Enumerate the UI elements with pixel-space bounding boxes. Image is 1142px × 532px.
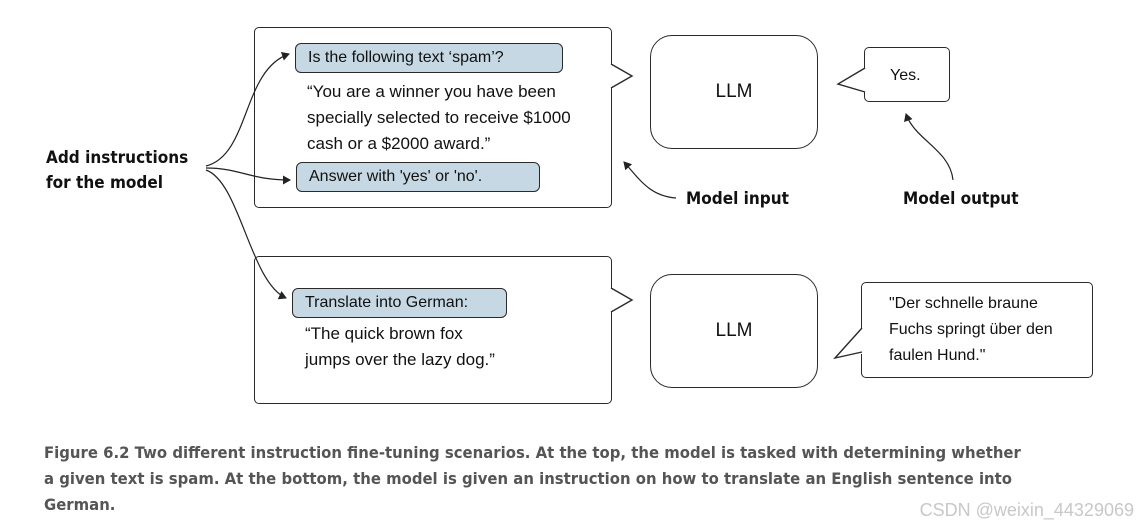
top-output-pointer — [836, 67, 866, 93]
model-input-arrow — [623, 161, 677, 199]
top-output-text: Yes. — [890, 67, 921, 84]
top-llm-box: LLM — [650, 35, 818, 149]
spam-text-line-2: specially selected to receive $1000 — [307, 108, 571, 127]
translation-output-line-2: Fuchs springt über den — [889, 321, 1053, 338]
spam-question-tag: Is the following text ‘spam’? — [295, 43, 563, 73]
arrow-to-question-tag — [205, 52, 290, 167]
bottom-input-pointer — [610, 287, 634, 313]
model-output-arrow — [904, 113, 954, 181]
bottom-llm-label: LLM — [715, 320, 753, 341]
bottom-input-box — [254, 256, 612, 404]
add-instructions-label-line-2: for the model — [46, 173, 163, 193]
bottom-output-box — [861, 282, 1093, 378]
spam-text-line-3: cash or a $2000 award.” — [307, 134, 491, 153]
answer-format-tag: Answer with 'yes' or 'no'. — [296, 162, 540, 192]
arrow-to-answer-tag — [205, 167, 291, 185]
translate-instruction-tag: Translate into German: — [292, 288, 507, 318]
bottom-llm-box: LLM — [650, 274, 818, 388]
watermark: CSDN @weixin_44329069 — [919, 500, 1134, 520]
add-instructions-label-line-1: Add instructions — [46, 148, 189, 168]
translate-text-line-2: jumps over the lazy dog.” — [305, 350, 495, 369]
top-output-box — [864, 47, 950, 102]
bottom-output-pointer — [833, 327, 863, 360]
top-llm-label: LLM — [715, 81, 753, 102]
arrow-to-translate-tag — [205, 169, 287, 300]
translation-output-line-1: "Der schnelle braune — [889, 295, 1038, 312]
model-input-label: Model input — [686, 189, 789, 209]
top-input-pointer — [610, 63, 634, 89]
model-output-label: Model output — [903, 189, 1019, 209]
spam-text-line-1: “You are a winner you have been — [307, 82, 556, 101]
translation-output-line-3: faulen Hund." — [889, 347, 986, 364]
translate-text-line-1: “The quick brown fox — [305, 324, 463, 343]
figure-caption: Figure 6.2 Two different instruction fin… — [44, 443, 1021, 514]
